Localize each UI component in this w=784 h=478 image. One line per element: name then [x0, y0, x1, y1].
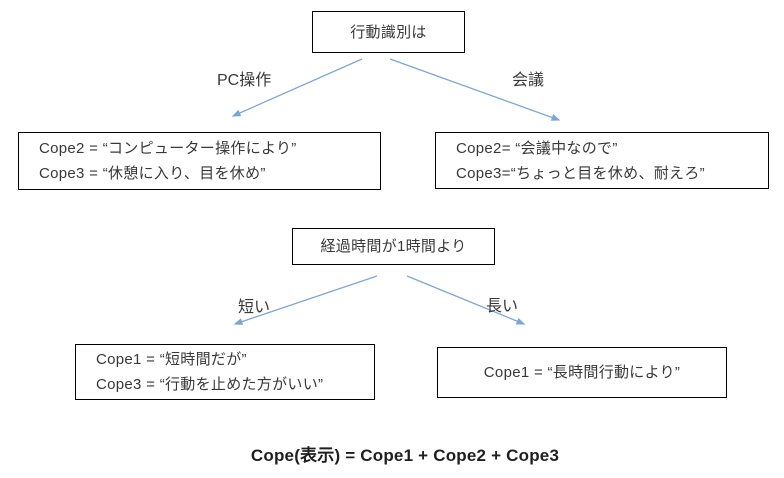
cope3-meeting-line: Cope3=“ちょっと目を休め、耐えろ” — [456, 164, 705, 182]
cope-formula: Cope(表示) = Cope1 + Cope2 + Cope3 — [250, 446, 560, 465]
cope1-long-line: Cope1 = “長時間行動により” — [483, 364, 681, 381]
elapsed-time-decision-label: 経過時間が1時間より — [320, 238, 467, 255]
edge-label-long: 長い — [486, 298, 519, 315]
edge-label-meeting: 会議 — [512, 72, 545, 89]
pc-operation-result-box: Cope2 = “コンピューター操作により” Cope3 = “休憩に入り、目を… — [18, 132, 381, 190]
cope2-pc-line: Cope2 = “コンピューター操作により” — [39, 140, 297, 157]
elapsed-time-decision-box: 経過時間が1時間より — [292, 228, 495, 265]
cope3-short-line: Cope3 = “行動を止めた方がいい” — [96, 376, 324, 393]
edge-label-short: 短い — [238, 299, 271, 316]
cope2-meeting-line: Cope2= “会議中なので” — [456, 139, 618, 157]
root-decision-box: 行動識別は — [312, 11, 465, 53]
cope3-pc-line: Cope3 = “休憩に入り、目を休め” — [39, 165, 266, 182]
short-time-result-box: Cope1 = “短時間だが” Cope3 = “行動を止めた方がいい” — [75, 344, 375, 400]
meeting-result-box: Cope2= “会議中なので” Cope3=“ちょっと目を休め、耐えろ” — [435, 132, 769, 189]
long-time-result-box: Cope1 = “長時間行動により” — [437, 347, 727, 398]
edge-label-pc-operation: PC操作 — [217, 72, 272, 89]
root-decision-label: 行動識別は — [350, 23, 427, 41]
cope1-short-line: Cope1 = “短時間だが” — [96, 351, 247, 368]
